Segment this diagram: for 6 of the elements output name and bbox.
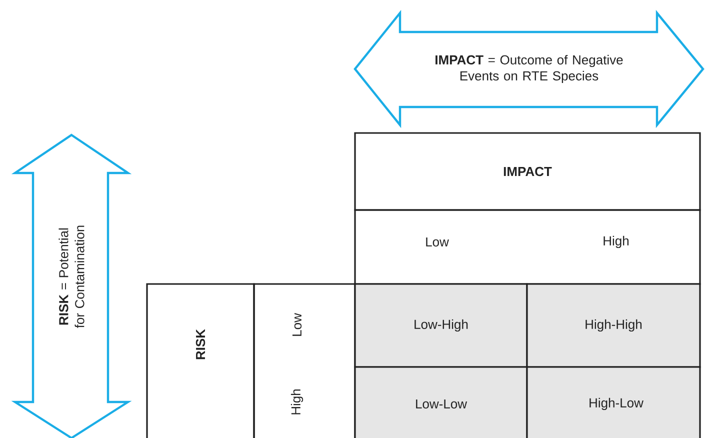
table-cell: IMPACT <box>354 132 701 211</box>
table-cell: Low-High <box>354 283 528 368</box>
table-cell: RISK <box>146 283 255 438</box>
table-cell: High-High <box>526 283 701 368</box>
table-cell: High-Low <box>526 366 701 438</box>
table-cell: Low-Low <box>354 366 528 438</box>
